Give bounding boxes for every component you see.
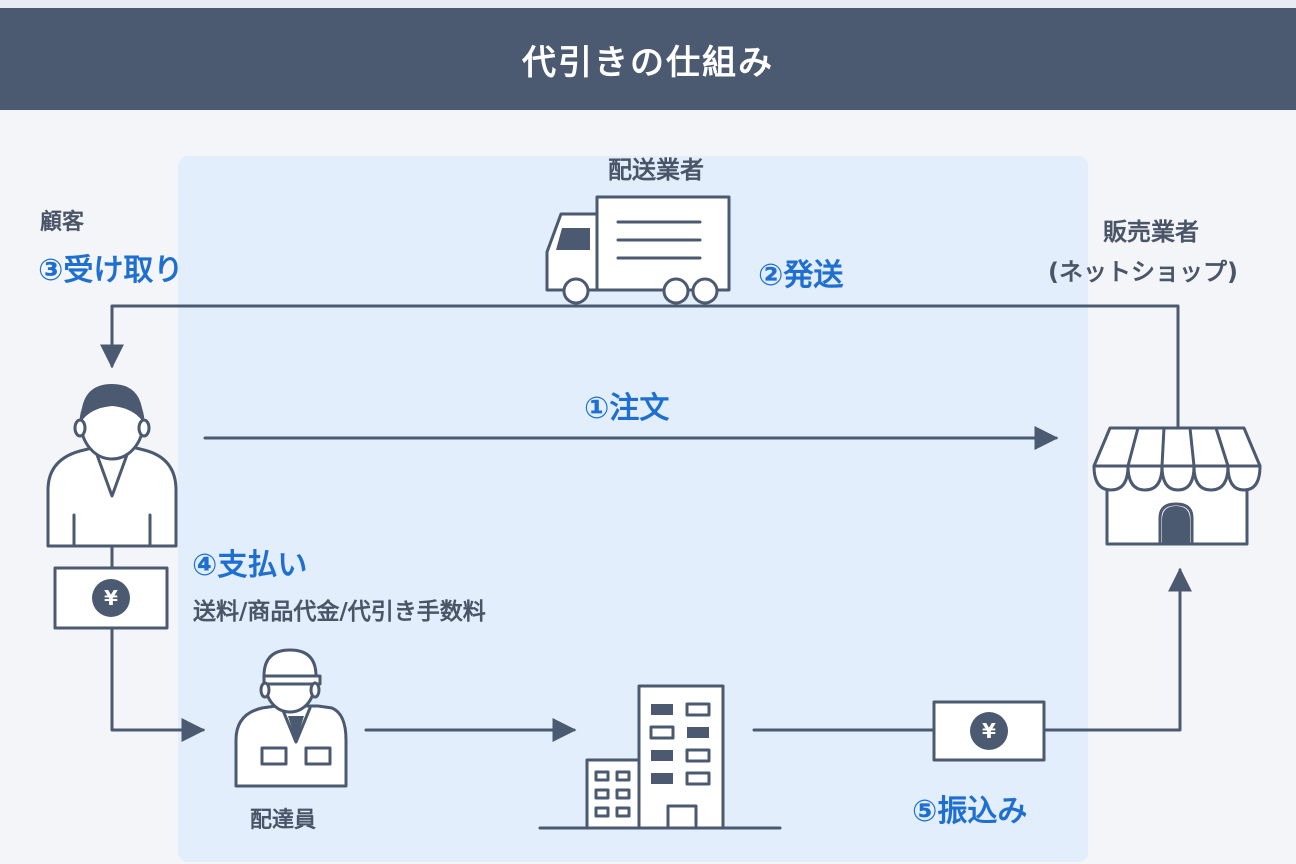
svg-text:¥: ¥ <box>982 719 996 743</box>
top-strip <box>0 0 1296 8</box>
step-ship-label: ②発送 <box>758 258 844 293</box>
customer-icon <box>46 384 178 548</box>
yen-bill-icon: ¥ <box>53 566 169 630</box>
pay-detail-label: 送料/商品代金/代引き手数料 <box>193 599 486 625</box>
seller-label: 販売業者 <box>1103 218 1199 246</box>
shipper-label: 配送業者 <box>608 156 704 184</box>
page-title: 代引きの仕組み <box>522 42 774 83</box>
pay-arrow <box>110 626 206 742</box>
truck-icon <box>545 195 731 305</box>
shop-icon <box>1092 426 1262 546</box>
step-pay-label: ④支払い <box>192 548 308 583</box>
yen-bill-icon: ¥ <box>932 700 1046 762</box>
title-bar: 代引きの仕組み <box>0 8 1296 110</box>
customer-label: 顧客 <box>40 210 85 235</box>
ship-arrow <box>100 304 1180 430</box>
deliverer-icon <box>234 648 348 788</box>
office-building-icon <box>538 684 782 830</box>
seller-sublabel: (ネットショップ) <box>1048 258 1238 286</box>
step-transfer-label: ⑤振込み <box>912 794 1028 829</box>
svg-text:¥: ¥ <box>104 586 118 610</box>
deliverer-label: 配達員 <box>250 808 317 833</box>
step-receive-label: ③受け取り <box>38 253 184 288</box>
step-order-label: ①注文 <box>584 391 670 426</box>
transfer-arrow <box>1042 567 1192 732</box>
